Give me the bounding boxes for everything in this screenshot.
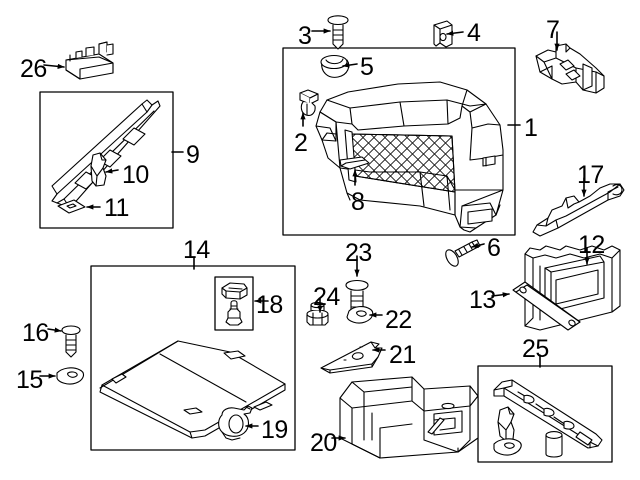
part-13-reinforcement-strip [512, 281, 581, 331]
callout-label-2: 2 [294, 129, 308, 157]
part-18-cover-and-pin-set [221, 282, 248, 326]
part-17-trim-rail [532, 183, 625, 237]
callout-label-10: 10 [122, 161, 149, 189]
part-16-push-pin [61, 325, 81, 358]
part-14-cargo-floor-mat [99, 340, 286, 439]
callout-label-14: 14 [183, 236, 210, 264]
part-7-bracket-support [535, 43, 605, 94]
callout-label-3: 3 [298, 22, 312, 50]
arrow-6 [471, 242, 485, 248]
callout-label-4: 4 [467, 19, 481, 47]
callout-label-7: 7 [546, 16, 560, 44]
callout-label-23: 23 [345, 239, 372, 267]
callout-label-11: 11 [104, 194, 129, 222]
callout-label-24: 24 [313, 283, 340, 311]
part-22-pad-insulator [346, 306, 374, 324]
group-box-1 [282, 47, 516, 236]
callout-label-5: 5 [360, 53, 374, 81]
arrow-5 [342, 62, 358, 68]
part-25-trim-rail-kit [493, 379, 603, 458]
part-21-cover-panel [320, 341, 383, 374]
part-20-storage-tray-bin [339, 376, 479, 459]
part-15-pad-insulator [56, 367, 85, 385]
arrow-10 [105, 168, 119, 174]
group-box-14 [90, 265, 296, 451]
callout-label-12: 12 [578, 231, 605, 259]
callout-label-21: 21 [389, 341, 416, 369]
arrow-13 [491, 292, 510, 298]
callout-label-6: 6 [487, 234, 501, 262]
callout-label-22: 22 [385, 306, 412, 334]
part-19-pull-strap-handle [218, 405, 253, 441]
callout-label-1: 1 [524, 114, 538, 142]
callout-label-25: 25 [522, 335, 549, 363]
group-box-9 [39, 91, 174, 229]
callout-label-20: 20 [310, 429, 337, 457]
callout-label-8: 8 [351, 188, 365, 216]
part-4-cover-cap [433, 20, 453, 48]
callout-label-17: 17 [577, 161, 604, 189]
part-3-push-pin [327, 15, 349, 50]
part-5-grommet-plug [320, 54, 350, 78]
part-26-lamp-assembly [65, 41, 114, 80]
part-10-retainer-clip [90, 152, 107, 187]
part-9-sill-plate [51, 99, 161, 209]
callout-label-13: 13 [469, 286, 496, 314]
group-box-18 [214, 276, 254, 331]
arrow-4 [446, 30, 464, 36]
leader-lines [39, 28, 590, 441]
arrow-16 [47, 327, 62, 333]
part-1-quarter-trim-panel [315, 81, 504, 233]
part-11-pad-insulator [57, 199, 86, 214]
arrow-26 [43, 63, 65, 69]
callout-label-19: 19 [261, 416, 288, 444]
callout-label-9: 9 [186, 141, 200, 169]
callout-label-15: 15 [16, 366, 43, 394]
part-8-cap-cover [339, 156, 370, 170]
callout-label-18: 18 [256, 291, 283, 319]
part-6-screw-bolt [445, 239, 481, 267]
callout-label-26: 26 [20, 55, 47, 83]
part-2-retainer-clip [299, 89, 319, 116]
callout-label-16: 16 [22, 319, 49, 347]
